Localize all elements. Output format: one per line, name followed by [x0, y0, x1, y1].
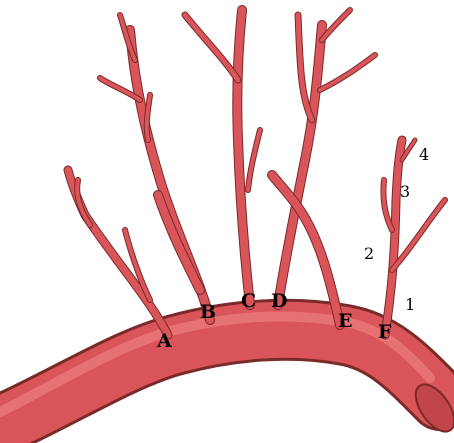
segment-number-2: 2 — [364, 246, 374, 262]
branch-label-b: B — [200, 303, 216, 322]
branch-label-a: A — [157, 332, 172, 351]
segment-number-3: 3 — [400, 184, 410, 200]
branch-label-c: C — [241, 292, 256, 311]
branch-label-d: D — [271, 292, 287, 311]
segment-number-1: 1 — [405, 297, 415, 313]
branch-label-f: F — [378, 323, 392, 342]
branch-vessels — [68, 10, 445, 335]
branch-label-e: E — [338, 312, 352, 331]
segment-number-4: 4 — [419, 147, 429, 163]
